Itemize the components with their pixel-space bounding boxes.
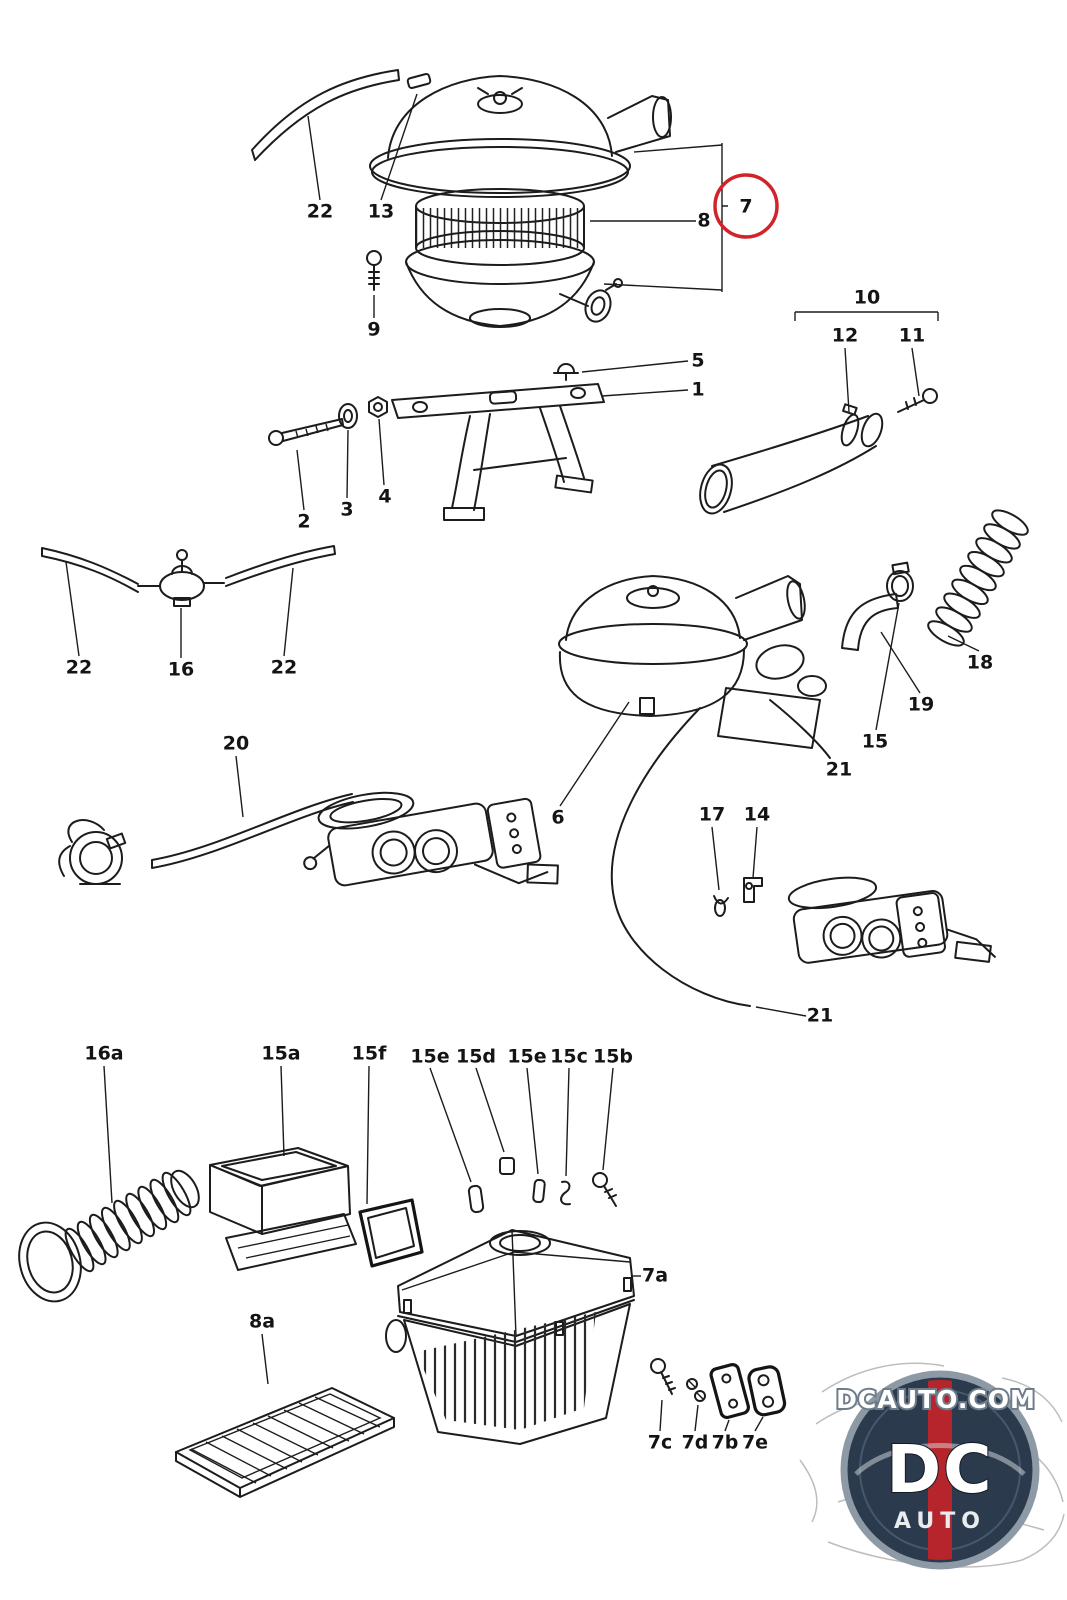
part-label-22-right: 22 <box>271 657 297 679</box>
duct-part-15a <box>209 1147 357 1271</box>
part-label-11: 11 <box>899 325 925 347</box>
part-label-22-top: 22 <box>307 201 333 223</box>
dc-auto-badge: DC AUTO DCAUTO.COM <box>834 1370 1040 1570</box>
carburetor-right <box>787 876 996 964</box>
corrugated-hose-part-18 <box>927 509 1029 647</box>
airbox-part-7a <box>385 1229 635 1445</box>
part-label-7c: 7c <box>648 1432 672 1454</box>
part-label-13: 13 <box>368 201 394 223</box>
hook-part-15c <box>560 1180 571 1206</box>
air-meter-hose-part-16a <box>18 1169 200 1303</box>
cap-part-5 <box>553 363 579 381</box>
hose-part-21-short <box>769 699 831 759</box>
hose-part-21-long <box>610 707 751 1007</box>
part-label-15f: 15f <box>352 1043 387 1065</box>
air-cleaner-upper-assembly <box>369 72 672 198</box>
panel-filter-part-8a <box>175 1387 395 1498</box>
hose-part-22-left <box>41 547 139 593</box>
part-label-15c: 15c <box>550 1046 588 1068</box>
part-label-7d: 7d <box>682 1432 709 1454</box>
washer-part-3 <box>338 403 358 429</box>
highlight-circle-part-7 <box>713 173 779 239</box>
air-cleaner-part-6 <box>558 575 827 749</box>
elbow-part-19 <box>841 593 899 651</box>
part-label-1: 1 <box>691 379 704 401</box>
part-label-3: 3 <box>340 499 353 521</box>
small-part-15d <box>499 1157 515 1175</box>
mounting-bracket-part-1 <box>391 383 605 521</box>
bolt-part-7c <box>650 1358 676 1395</box>
bolt-part-15b <box>592 1172 617 1207</box>
part-label-20: 20 <box>223 733 249 755</box>
part-label-7b: 7b <box>712 1432 739 1454</box>
part-label-7: 7 <box>739 196 752 218</box>
badge-logo-subtext: AUTO <box>894 1509 986 1534</box>
bracket-part-14 <box>743 877 763 903</box>
bolt-part-2 <box>268 418 344 446</box>
part-label-9: 9 <box>367 319 380 341</box>
part-label-15d: 15d <box>456 1046 496 1068</box>
small-part-15e-1 <box>467 1184 485 1214</box>
part-label-7a: 7a <box>642 1265 668 1287</box>
valve-part-16 <box>137 549 225 607</box>
bolt-part-9 <box>366 250 382 291</box>
part-label-7e: 7e <box>742 1432 768 1454</box>
vacuum-unit-left <box>58 819 127 885</box>
clamp-part-15 <box>886 561 914 602</box>
nut-part-4 <box>368 396 388 418</box>
plate-part-7b <box>709 1363 750 1420</box>
badge-logo-text: DC <box>886 1431 993 1508</box>
part-label-15e-1: 15e <box>410 1046 449 1068</box>
part-label-19: 19 <box>908 694 934 716</box>
part-label-16a: 16a <box>84 1043 123 1065</box>
intake-tube-assembly <box>699 388 938 515</box>
part-label-15e-2: 15e <box>507 1046 546 1068</box>
part-label-15a: 15a <box>261 1043 300 1065</box>
part-label-5: 5 <box>691 350 704 372</box>
air-cleaner-lower-housing <box>405 239 623 328</box>
part-label-16: 16 <box>168 659 194 681</box>
part-label-21-long: 21 <box>807 1005 833 1027</box>
part-label-15b: 15b <box>593 1046 633 1068</box>
part-label-2: 2 <box>297 511 310 533</box>
carburetor-left <box>303 791 559 887</box>
part-label-18: 18 <box>967 652 993 674</box>
part-label-15: 15 <box>862 731 888 753</box>
leader-lines <box>65 93 980 1432</box>
part-label-17: 17 <box>699 804 725 826</box>
part-label-22-left: 22 <box>66 657 92 679</box>
part-label-21-short: 21 <box>826 759 852 781</box>
part-label-4: 4 <box>378 486 391 508</box>
watermark-site-text: DCAUTO.COM <box>836 1385 1036 1414</box>
part-label-14: 14 <box>744 804 770 826</box>
screws-part-7d <box>686 1378 706 1402</box>
small-part-15e-2 <box>532 1178 546 1204</box>
part-label-10: 10 <box>854 287 880 309</box>
part-label-8: 8 <box>697 210 710 232</box>
clip-part-17 <box>713 895 729 917</box>
gasket-part-15f <box>358 1198 424 1268</box>
hose-part-20 <box>151 793 354 869</box>
part-label-8a: 8a <box>249 1311 275 1333</box>
badge-swoosh <box>854 1443 1026 1476</box>
gasket-part-7e <box>747 1365 787 1417</box>
badge-red-stripe <box>928 1380 952 1560</box>
part-label-6: 6 <box>551 807 564 829</box>
part-labels: 22 13 7 8 9 10 12 11 5 1 2 3 4 22 16 22 … <box>66 196 993 1454</box>
hose-part-22-top <box>251 69 400 161</box>
filter-element <box>415 188 585 266</box>
part-label-12: 12 <box>832 325 858 347</box>
hose-part-22-right <box>225 545 336 587</box>
